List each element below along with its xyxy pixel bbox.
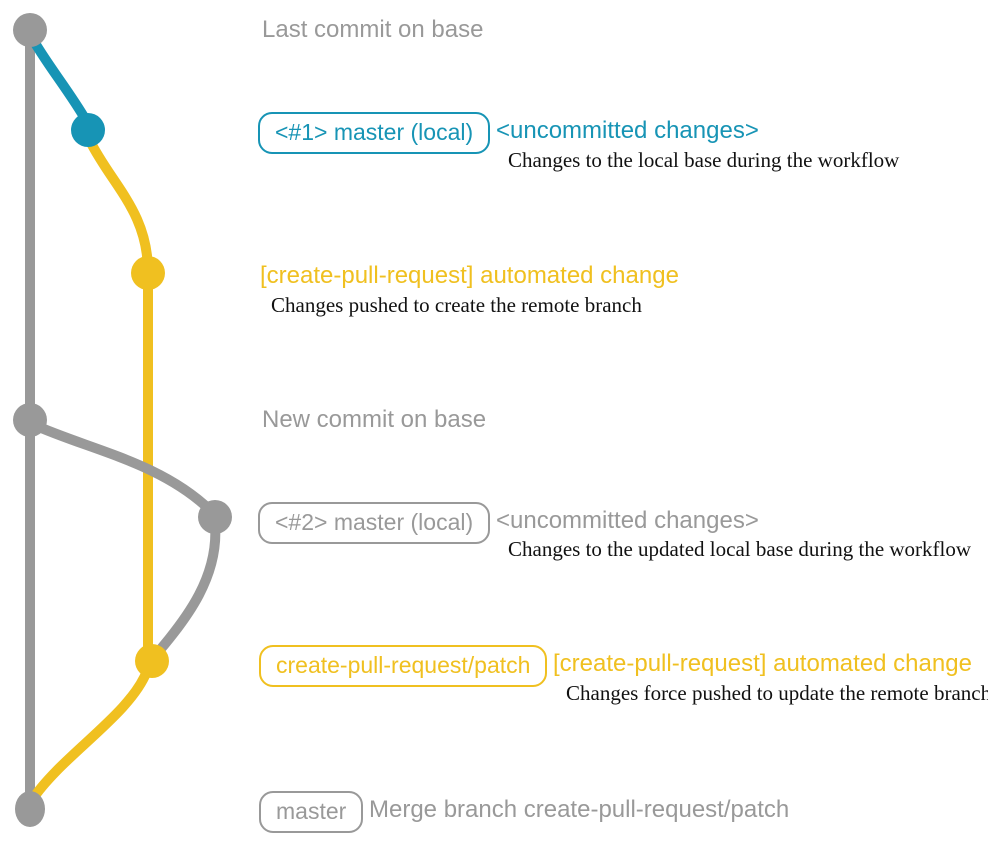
local-branch-segment-3 (148, 519, 221, 663)
commit-node-local-1 (71, 113, 105, 147)
local-branch-segment-2 (27, 419, 215, 515)
branch-badge-patch: create-pull-request/patch (259, 645, 548, 687)
merge-title: Merge branch create-pull-request/patch (369, 796, 790, 823)
commit-node-patch-2 (135, 644, 169, 678)
commit-node-local-2 (198, 500, 232, 534)
commit-node-base-1 (13, 13, 47, 47)
patch-branch-line (85, 136, 153, 664)
patch-merge-line (27, 666, 152, 805)
branch-badge-master: master (259, 791, 364, 833)
branch-badge-master-local-2: <#2> master (local) (258, 502, 491, 544)
uncommitted-changes-description-2: Changes to the updated local base during… (508, 537, 972, 561)
uncommitted-changes-description-1: Changes to the local base during the wor… (508, 148, 900, 172)
local-branch-segment-1 (26, 31, 92, 127)
new-commit-title: New commit on base (262, 406, 487, 433)
uncommitted-changes-headline-1: <uncommitted changes> (496, 117, 759, 144)
commit-node-base-2 (13, 403, 47, 437)
automated-change-headline-1: [create-pull-request] automated change (260, 262, 679, 289)
branch-badge-master-local-1: <#1> master (local) (258, 112, 491, 154)
automated-change-description-2: Changes force pushed to update the remot… (566, 681, 988, 705)
automated-change-headline-2: [create-pull-request] automated change (553, 650, 972, 677)
commit-node-patch-1 (131, 256, 165, 290)
last-commit-title: Last commit on base (262, 16, 484, 43)
uncommitted-changes-headline-2: <uncommitted changes> (496, 507, 759, 534)
automated-change-description-1: Changes pushed to create the remote bran… (271, 293, 642, 317)
commit-node-merge (15, 791, 45, 827)
